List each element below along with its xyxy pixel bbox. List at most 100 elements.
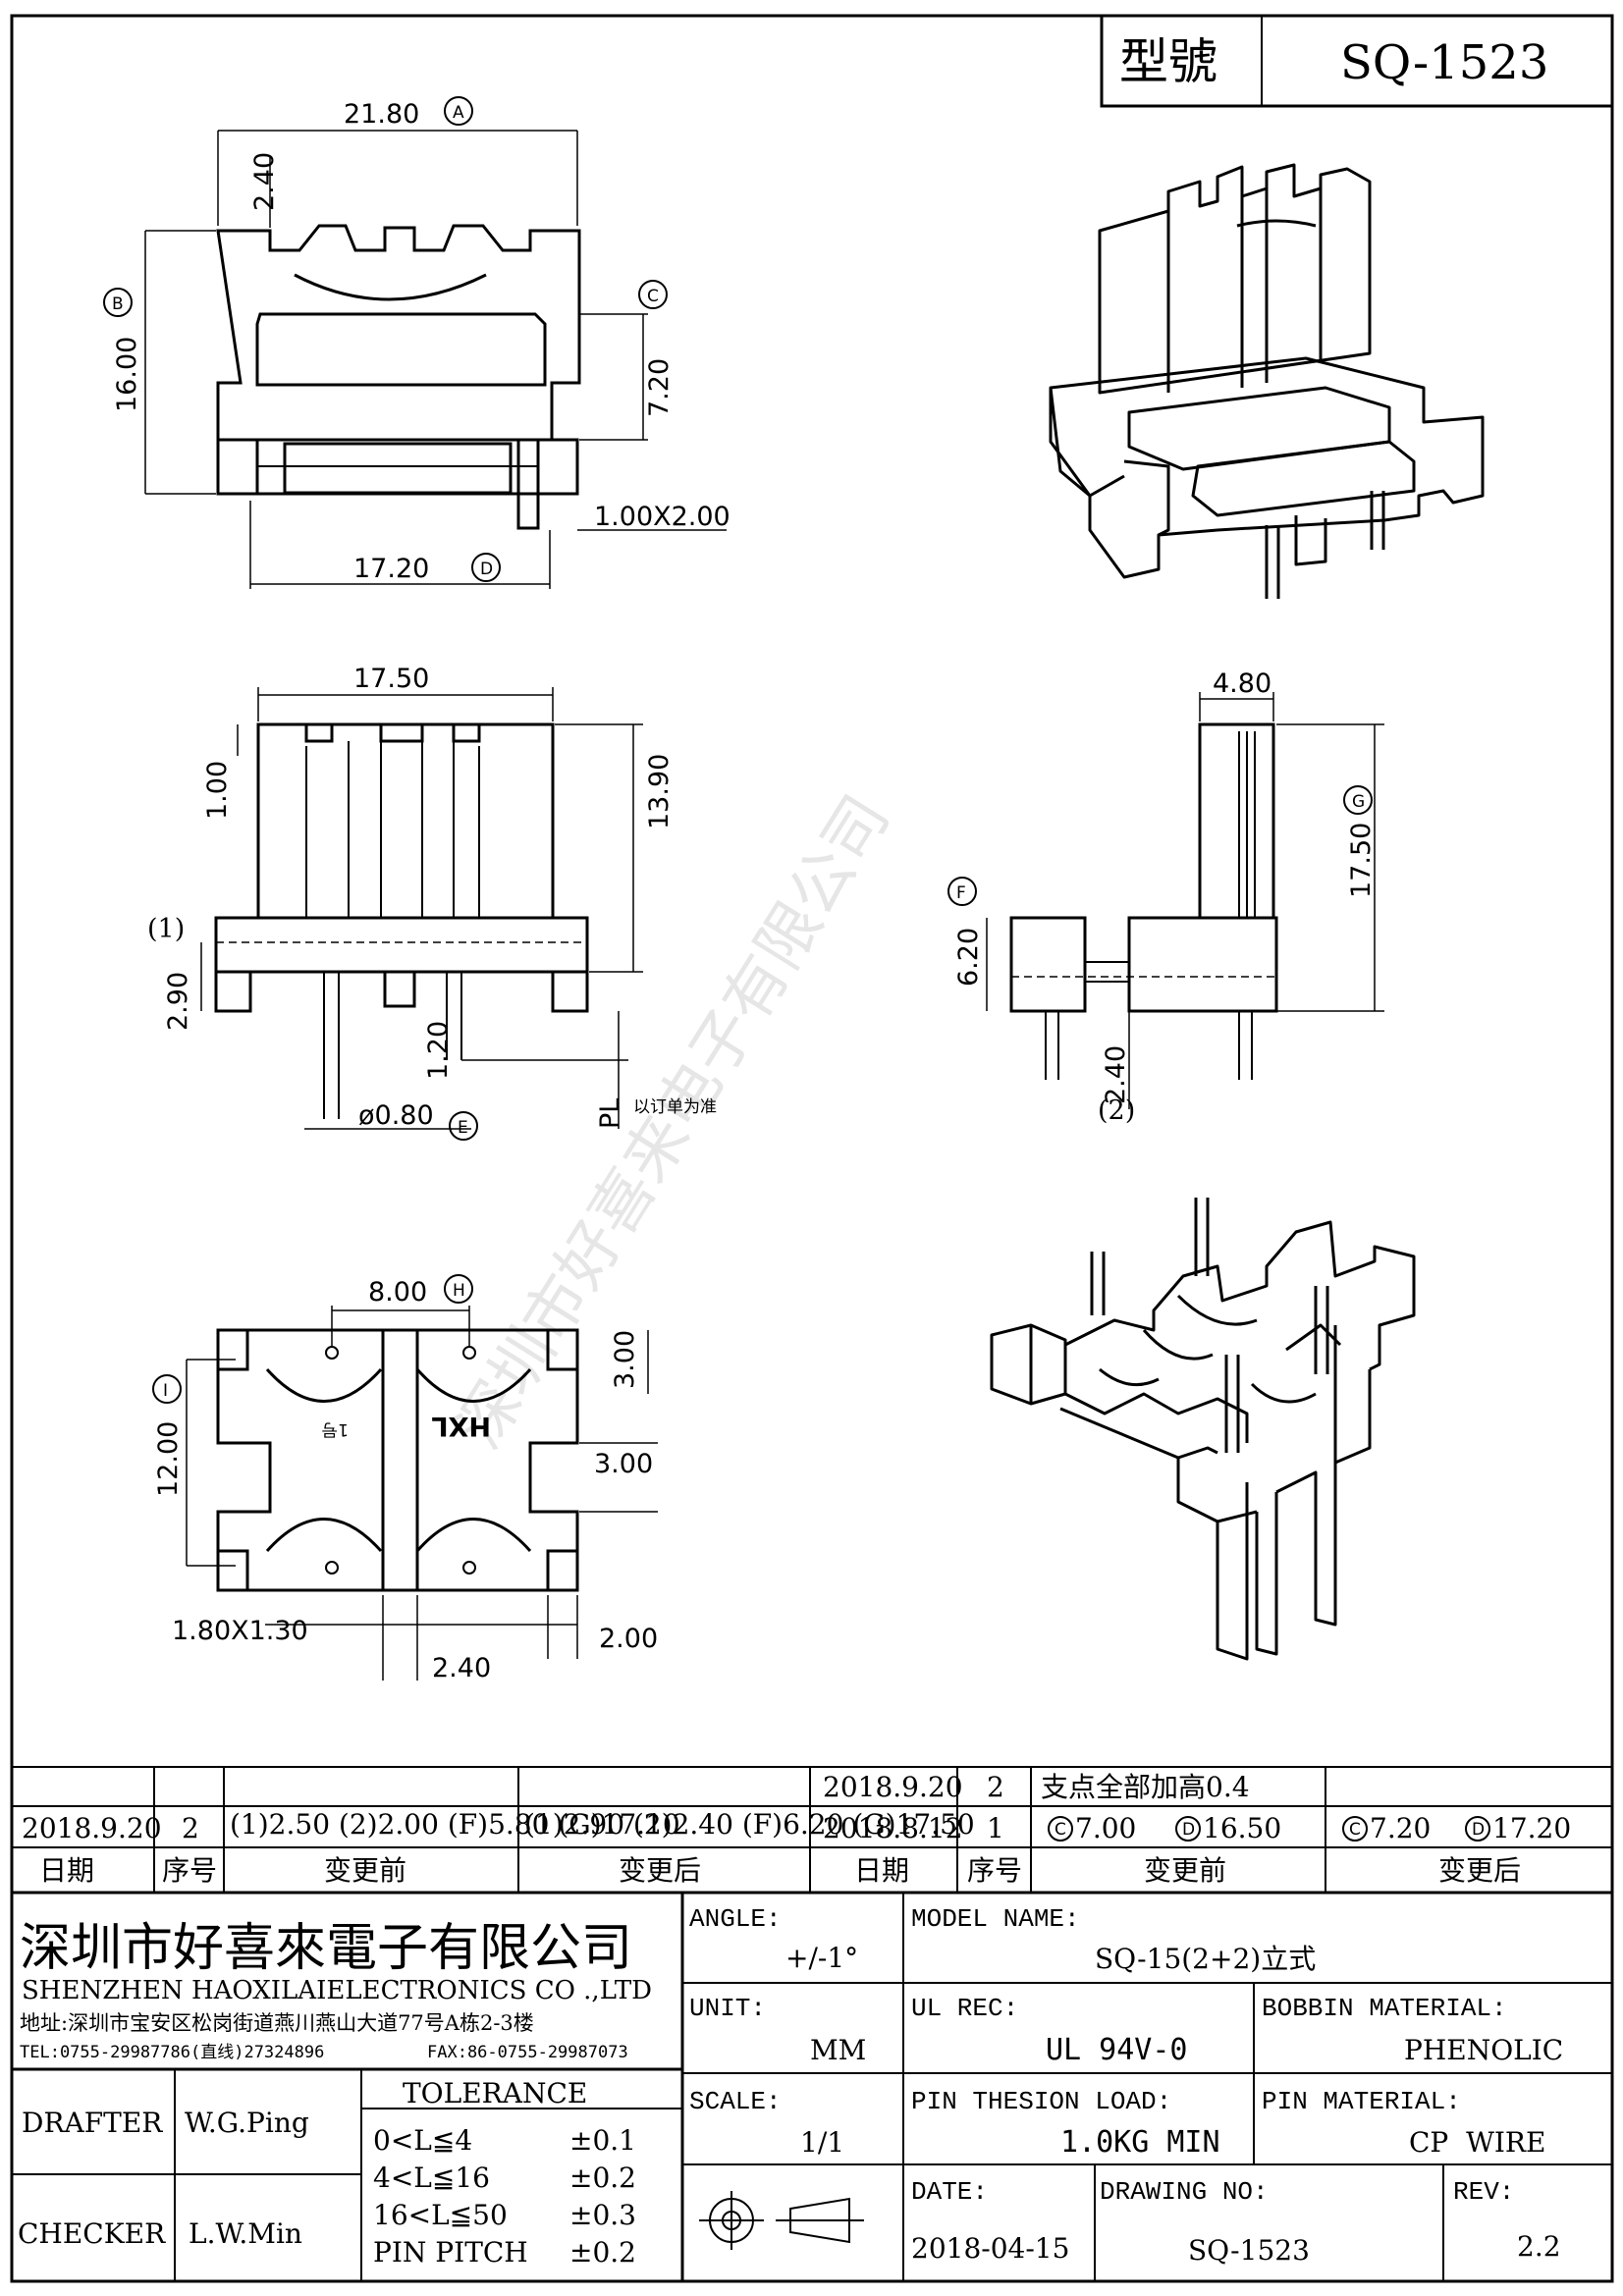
dim-top-pin-pad: 1.00X2.00 <box>594 502 730 532</box>
dim-bottom-slot: 3.00 <box>594 1449 653 1479</box>
dim-top-slot: 2.40 <box>249 152 280 211</box>
watermark-text: 深圳市好喜来电子有限公司 <box>443 783 904 1462</box>
dim-side-depth: 4.80 <box>1213 668 1271 699</box>
pin-material-label: PIN MATERIAL: <box>1262 2087 1461 2116</box>
dim-front-height: 13.90 <box>644 754 675 829</box>
callout-h: H <box>453 1281 465 1301</box>
callout-f-circle <box>947 877 977 906</box>
side-view <box>986 692 1384 1109</box>
company-fax: FAX:86-0755-29987073 <box>427 2043 628 2062</box>
rev-header-date-right: 日期 <box>854 1854 909 1887</box>
rev-callout-d-after: D <box>1472 1820 1485 1840</box>
pin-load-value: 1.0KG MIN <box>1060 2125 1220 2160</box>
dim-bottom-height: 12.00 <box>153 1421 184 1497</box>
date-label: DATE: <box>911 2177 988 2207</box>
dim-top-bottom-width: 17.20 <box>353 554 429 584</box>
callout-c-circle <box>638 280 668 309</box>
rev-label: REV: <box>1453 2177 1514 2207</box>
bottom-pin-mark: 1号 <box>321 1419 349 1439</box>
dim-front-pl: PL <box>595 1098 625 1129</box>
rev-callout-d-before: D <box>1182 1820 1195 1840</box>
rev-row1-seq-right: 2 <box>987 1771 1004 1803</box>
pin-load-label: PIN THESION LOAD: <box>911 2087 1171 2116</box>
rev-row2-before-d: 16.50 <box>1203 1812 1281 1844</box>
unit-value: MM <box>810 2034 866 2066</box>
rev-header-seq-left: 序号 <box>162 1854 217 1887</box>
rev-circle-c-before <box>1048 1816 1073 1842</box>
sheet-border <box>10 14 1614 2283</box>
dim-side-base: 6.20 <box>953 928 984 987</box>
angle-value: +/-1° <box>785 1942 858 1974</box>
callout-g-circle <box>1343 785 1373 815</box>
company-name-cn: 深圳市好喜來電子有限公司 <box>20 1919 632 1978</box>
callout-e: E <box>458 1118 468 1138</box>
isometric-view-bottom <box>990 1198 1416 1661</box>
callout-f: F <box>956 883 966 903</box>
company-tel: TEL:0755-29987786(直线)27324896 <box>20 2043 324 2062</box>
rev-header-after-right: 变更后 <box>1438 1854 1521 1887</box>
rev-row2-after-c: 7.20 <box>1370 1812 1431 1844</box>
bobbin-material-label: BOBBIN MATERIAL: <box>1262 1994 1507 2023</box>
drafter-name: W.G.Ping <box>185 2107 309 2139</box>
drawing-no-label: DRAWING NO: <box>1100 2177 1269 2207</box>
date-value: 2018-04-15 <box>911 2232 1069 2265</box>
dim-front-top-step: 1.00 <box>202 761 233 820</box>
dim-top-depth: 16.00 <box>112 337 142 412</box>
tolerance-value-2: ±0.2 <box>569 2162 636 2194</box>
rev-row2-after-left: (1)2.90 (2)2.40 (F)6.20 (G)17.50 <box>524 1808 975 1841</box>
callout-b-circle <box>103 288 133 317</box>
callout-b: B <box>112 294 124 314</box>
callout-d: D <box>480 560 493 579</box>
dim-front-pin-dia: ø0.80 <box>358 1100 434 1131</box>
rev-circle-c-after <box>1342 1816 1368 1842</box>
rev-header-after-left: 变更后 <box>619 1854 701 1887</box>
dim-front-base: 2.90 <box>163 972 193 1031</box>
side-note-2: (2) <box>1098 1095 1135 1126</box>
company-address: 地址:深圳市宝安区松岗街道燕川燕山大道77号A栋2-3楼 <box>20 2011 534 2035</box>
dim-side-pin: 2.40 <box>1101 1045 1131 1104</box>
rev-header-date-left: 日期 <box>39 1854 94 1887</box>
callout-h-circle <box>444 1274 473 1304</box>
dim-side-height: 17.50 <box>1346 823 1377 898</box>
front-view <box>200 687 643 1130</box>
model-label: 型號 <box>1119 33 1217 90</box>
isometric-view-top <box>1049 163 1485 599</box>
rev-row2-seq-left: 2 <box>182 1812 199 1844</box>
scale-label: SCALE: <box>689 2087 782 2116</box>
projection-symbol <box>699 2191 864 2250</box>
tolerance-value-4: ±0.2 <box>569 2236 636 2269</box>
rev-row2-before-left: (1)2.50 (2)2.00 (F)5.80 (G)17.10 <box>230 1808 680 1841</box>
checker-name: L.W.Min <box>189 2217 302 2250</box>
callout-i-circle <box>152 1374 182 1404</box>
rev-row1-date-right: 2018.9.20 <box>823 1771 963 1803</box>
dim-front-pin-offset: 1.20 <box>423 1021 454 1080</box>
bobbin-material-value: PHENOLIC <box>1404 2034 1563 2066</box>
callout-a: A <box>453 103 464 123</box>
revision-table <box>12 1766 1612 1895</box>
rev-callout-c-after: C <box>1349 1820 1361 1840</box>
tolerance-range-3: 16<L≦50 <box>373 2199 508 2231</box>
dim-bottom-center: 2.40 <box>432 1653 491 1683</box>
rev-header-before-left: 变更前 <box>324 1854 406 1887</box>
model-name-label: MODEL NAME: <box>911 1904 1080 1934</box>
rev-row2-date-right: 2018.8.12 <box>823 1812 963 1844</box>
drafter-label: DRAFTER <box>22 2107 163 2139</box>
dim-bottom-top: 3.00 <box>610 1330 640 1389</box>
dim-front-width: 17.50 <box>353 664 429 694</box>
dim-top-inner: 7.20 <box>644 358 675 417</box>
tolerance-value-3: ±0.3 <box>569 2199 636 2231</box>
bottom-brand-mark: HXL <box>431 1411 491 1441</box>
ul-label: UL REC: <box>911 1994 1018 2023</box>
pin-material-value: CP WIRE <box>1409 2126 1545 2159</box>
rev-row2-seq-right: 1 <box>987 1812 1004 1844</box>
callout-g: G <box>1352 792 1365 812</box>
dim-top-width: 21.80 <box>344 99 419 130</box>
tolerance-range-4: PIN PITCH <box>373 2236 528 2269</box>
rev-row2-after-d: 17.20 <box>1492 1812 1571 1844</box>
scale-value: 1/1 <box>800 2126 844 2159</box>
dim-bottom-pad: 1.80X1.30 <box>172 1616 308 1646</box>
bottom-view <box>186 1306 658 1681</box>
tolerance-value-1: ±0.1 <box>569 2124 636 2157</box>
rev-value: 2.2 <box>1517 2230 1561 2263</box>
